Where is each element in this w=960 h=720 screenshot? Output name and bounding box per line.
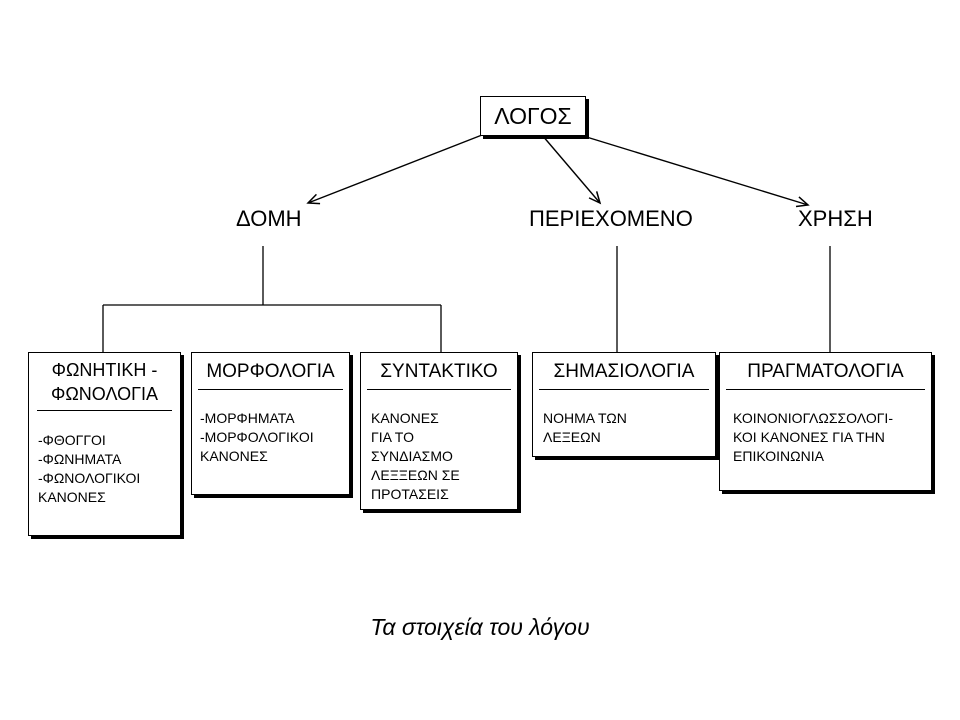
logos-root-box: ΛΟΓΟΣ [480, 96, 586, 136]
box-pragmatologia-separator [726, 389, 925, 390]
box-morfologia: ΜΟΡΦΟΛΟΓΙΑ -ΜΟΡΦΗΜΑΤΑ -ΜΟΡΦΟΛΟΓΙΚΟΙ ΚΑΝΟ… [191, 352, 350, 495]
box-simasiologia-body: ΝΟΗΜΑ ΤΩΝ ΛΕΞΕΩΝ [543, 409, 627, 447]
box-fonitiki-title-line: ΦΩΝΟΛΟΓΙΑ [50, 384, 159, 404]
box-pragmatologia-title: ΠΡΑΓΜΑΤΟΛΟΓΙΑ [747, 361, 904, 382]
box-simasiologia: ΣΗΜΑΣΙΟΛΟΓΙΑ ΝΟΗΜΑ ΤΩΝ ΛΕΞΕΩΝ [532, 352, 716, 457]
box-fonitiki: ΦΩΝΗΤΙΚΗ - ΦΩΝΟΛΟΓΙΑ -ΦΘΟΓΓΟΙ -ΦΩΝΗΜΑΤΑ … [28, 352, 181, 536]
logos-label: ΛΟΓΟΣ [494, 102, 572, 129]
arrow-to-domi [306, 134, 483, 205]
box-fonitiki-body: -ΦΘΟΓΓΟΙ -ΦΩΝΗΜΑΤΑ -ΦΩΝΟΛΟΓΙΚΟΙ ΚΑΝΟΝΕΣ [38, 431, 140, 507]
box-morfologia-body-line: ΚΑΝΟΝΕΣ [200, 448, 268, 464]
arrow-to-periexomeno [541, 134, 602, 205]
box-morfologia-title: ΜΟΡΦΟΛΟΓΙΑ [206, 361, 335, 382]
box-simasiologia-separator [539, 389, 709, 390]
periexomeno-label: ΠΕΡΙΕΧΟΜΕΝΟ [529, 206, 693, 231]
box-syntaktiko-body-line: ΠΡΟΤΑΣΕΙΣ [371, 486, 449, 502]
box-pragmatologia: ΠΡΑΓΜΑΤΟΛΟΓΙΑ ΚΟΙΝΟΝΙΟΓΛΩΣΣΟΛΟΓΙ- ΚΟΙ ΚΑ… [719, 352, 932, 491]
domi-label: ΔΟΜΗ [236, 206, 302, 231]
box-pragmatologia-body-line: ΕΠΙΚΟΙΝΩΝΙΑ [733, 448, 824, 464]
box-fonitiki-body-line: -ΦΘΟΓΓΟΙ [38, 432, 106, 448]
box-fonitiki-body-line: ΚΑΝΟΝΕΣ [38, 489, 106, 505]
box-pragmatologia-body-line: ΚΟΙΝΟΝΙΟΓΛΩΣΣΟΛΟΓΙ- [733, 410, 893, 426]
box-simasiologia-title: ΣΗΜΑΣΙΟΛΟΓΙΑ [553, 361, 695, 382]
box-pragmatologia-body: ΚΟΙΝΟΝΙΟΓΛΩΣΣΟΛΟΓΙ- ΚΟΙ ΚΑΝΟΝΕΣ ΓΙΑ ΤΗΝ … [733, 409, 893, 466]
box-syntaktiko-body-line: ΚΑΝΟΝΕΣ [371, 410, 439, 426]
box-morfologia-body: -ΜΟΡΦΗΜΑΤΑ -ΜΟΡΦΟΛΟΓΙΚΟΙ ΚΑΝΟΝΕΣ [200, 409, 314, 466]
diagram-caption: Τα στοιχεία του λόγου [370, 614, 590, 640]
box-morfologia-separator [198, 389, 343, 390]
arrow-to-xrisi [579, 134, 810, 208]
box-simasiologia-body-line: ΝΟΗΜΑ ΤΩΝ [543, 410, 627, 426]
box-morfologia-body-line: -ΜΟΡΦΟΛΟΓΙΚΟΙ [200, 429, 314, 445]
box-fonitiki-separator [37, 410, 172, 411]
box-syntaktiko-body-line: ΛΕΞΞΕΩΝ ΣΕ [371, 467, 460, 483]
xrisi-label: ΧΡΗΣΗ [798, 206, 873, 231]
box-morfologia-body-line: -ΜΟΡΦΗΜΑΤΑ [200, 410, 295, 426]
box-syntaktiko-body-line: ΓΙΑ ΤΟ [371, 429, 414, 445]
box-fonitiki-title-line: ΦΩΝΗΤΙΚΗ - [51, 360, 158, 380]
box-pragmatologia-body-line: ΚΟΙ ΚΑΝΟΝΕΣ ΓΙΑ ΤΗΝ [733, 429, 885, 445]
box-syntaktiko-body-line: ΣΥΝΔΙΑΣΜΟ [371, 448, 453, 464]
box-simasiologia-body-line: ΛΕΞΕΩΝ [543, 429, 601, 445]
box-syntaktiko: ΣΥΝΤΑΚΤΙΚΟ ΚΑΝΟΝΕΣ ΓΙΑ ΤΟ ΣΥΝΔΙΑΣΜΟ ΛΕΞΞ… [360, 352, 518, 510]
box-syntaktiko-title: ΣΥΝΤΑΚΤΙΚΟ [380, 361, 498, 382]
box-fonitiki-body-line: -ΦΩΝΗΜΑΤΑ [38, 451, 122, 467]
box-fonitiki-title: ΦΩΝΗΤΙΚΗ - ΦΩΝΟΛΟΓΙΑ [29, 358, 180, 406]
box-fonitiki-body-line: -ΦΩΝΟΛΟΓΙΚΟΙ [38, 470, 141, 486]
box-syntaktiko-body: ΚΑΝΟΝΕΣ ΓΙΑ ΤΟ ΣΥΝΔΙΑΣΜΟ ΛΕΞΞΕΩΝ ΣΕ ΠΡΟΤ… [371, 409, 460, 504]
box-syntaktiko-separator [367, 389, 511, 390]
